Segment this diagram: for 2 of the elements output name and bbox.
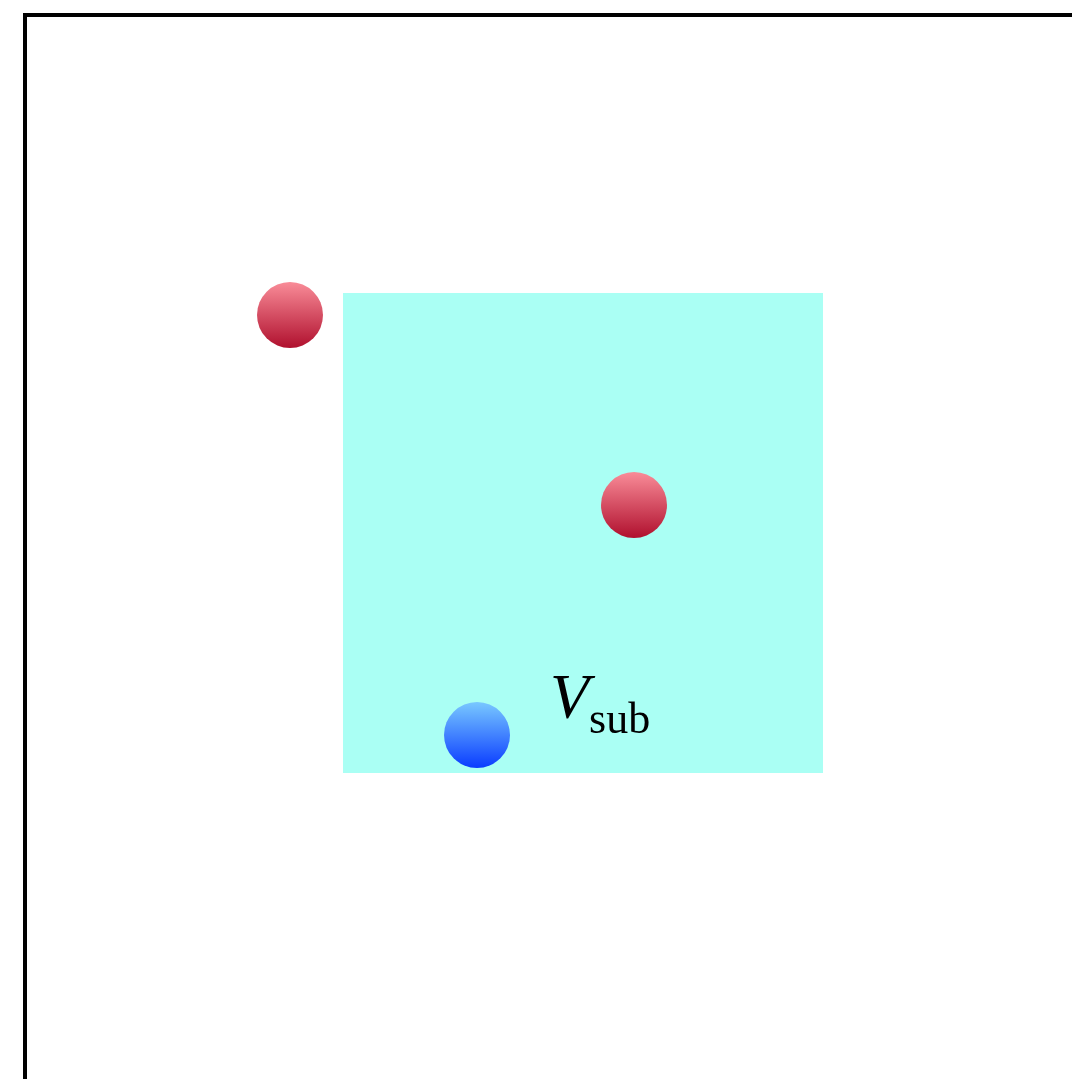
square-region (343, 293, 823, 773)
symbol-label: V$_{sub}$ (550, 665, 651, 742)
